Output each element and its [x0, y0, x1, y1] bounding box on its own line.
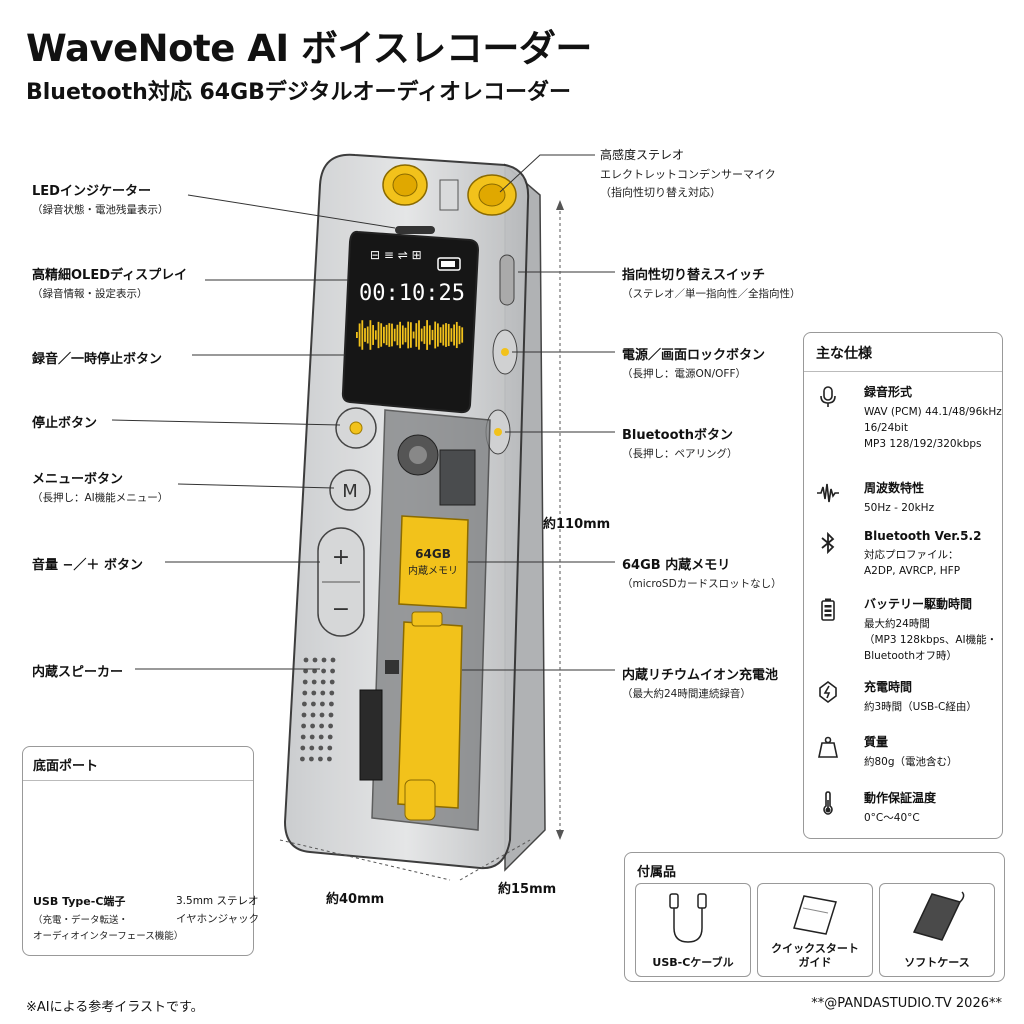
accessories-panel: 付属品 USB-Cケーブル クイックスタートガイド ソフトケース [624, 852, 1005, 982]
bluetooth-icon [821, 531, 835, 555]
callout-record-pause-button: 録音／一時停止ボタン [32, 352, 163, 367]
waveform-icon [817, 483, 839, 503]
charging-icon [819, 681, 837, 703]
ports-title: 底面ポート [23, 747, 253, 781]
display-waveform [356, 320, 464, 350]
led-indicator [395, 226, 435, 234]
accessory-quickstart-guide: クイックスタートガイド [757, 883, 873, 977]
page-subtitle: Bluetooth対応 64GBデジタルオーディオレコーダー [26, 80, 571, 105]
callout-bluetooth-button: Bluetoothボタン（長押し：ペアリング） [622, 428, 738, 460]
dimension-width: 約40mm [326, 892, 385, 907]
circuit-component [359, 689, 383, 781]
specs-title: 主な仕様 [804, 333, 1002, 372]
page-title: WaveNote AI ボイスレコーダー [26, 27, 592, 70]
callout-menu-button: メニューボタン（長押し：AI機能メニュー） [32, 472, 169, 504]
accessory-soft-case: ソフトケース [879, 883, 995, 977]
memory-chip [398, 515, 469, 609]
headphone-jack-label: 3.5mm ステレオ イヤホンジャック [176, 895, 260, 925]
soft-case-icon [912, 891, 965, 941]
menu-button[interactable] [329, 469, 371, 511]
callout-internal-memory: 64GB 内蔵メモリ（microSDカードスロットなし） [622, 558, 782, 590]
svg-text:⊟ ≡ ⇌ ⊞: ⊟ ≡ ⇌ ⊞ [370, 248, 422, 262]
oled-display: ⊟ ≡ ⇌ ⊞ [341, 230, 480, 414]
dimension-depth: 約15mm [498, 882, 557, 897]
bottom-ports-panel: 底面ポート USB Type-C端子 （充電・データ転送・ オーディオインターフ… [22, 746, 259, 956]
callout-oled-display: 高精細OLEDディスプレイ（録音情報・設定表示） [32, 268, 188, 300]
usb-cable-icon [669, 893, 707, 943]
callout-speaker: 内蔵スピーカー [32, 665, 124, 680]
dimension-height: 約110mm [543, 517, 611, 532]
thermometer-icon [823, 791, 833, 815]
callout-lines [111, 154, 615, 671]
usb-c-port-label: USB Type-C端子 （充電・データ転送・ オーディオインターフェース機能） [33, 895, 184, 942]
battery-icon [821, 598, 835, 621]
callout-directivity-switch: 指向性切り替えスイッチ（ステレオ／単一指向性／全指向性） [622, 268, 801, 300]
speaker-grille [300, 657, 336, 762]
callout-power-lock-button: 電源／画面ロックボタン（長押し：電源ON/OFF） [622, 348, 766, 380]
callout-microphone: 高感度ステレオ エレクトレットコンデンサーマイク （指向性切り替え対応） [600, 148, 776, 199]
specs-panel: 主な仕様 録音形式 WAV (PCM) 44.1/48/96kHz 16/24b… [803, 332, 1003, 839]
callout-battery: 内蔵リチウムイオン充電池（最大約24時間連続録音） [622, 668, 779, 700]
callout-stop-button: 停止ボタン [32, 416, 98, 431]
recorder-device: ⊟ ≡ ⇌ ⊞ 00:10:25 M + − 64GB 内蔵メモリ [283, 153, 546, 872]
callout-volume-buttons: 音量 −／＋ ボタン [32, 558, 143, 573]
volume-minus-label: − [332, 597, 350, 622]
battery-cell [397, 621, 463, 809]
accessories-title: 付属品 [637, 865, 677, 880]
menu-button-label: M [342, 481, 358, 502]
footer-credit: **@PANDASTUDIO.TV 2026** [811, 996, 1002, 1011]
directivity-switch[interactable] [499, 254, 515, 306]
quickstart-guide-icon [793, 895, 837, 935]
weight-icon [818, 736, 838, 758]
microphone-icon [820, 386, 836, 407]
microphone-capsules [382, 164, 517, 216]
dimension-lines [279, 205, 561, 881]
footer-note: ※AIによる参考イラストです。 [26, 1000, 204, 1015]
memory-chip-label-2: 内蔵メモリ [408, 564, 458, 577]
callout-led-indicator: LEDインジケーター（録音状態・電池残量表示） [32, 184, 169, 216]
display-time: 00:10:25 [359, 281, 465, 306]
memory-chip-label-1: 64GB [415, 547, 451, 561]
volume-plus-label: + [332, 545, 350, 570]
accessory-usb-cable: USB-Cケーブル [635, 883, 751, 977]
